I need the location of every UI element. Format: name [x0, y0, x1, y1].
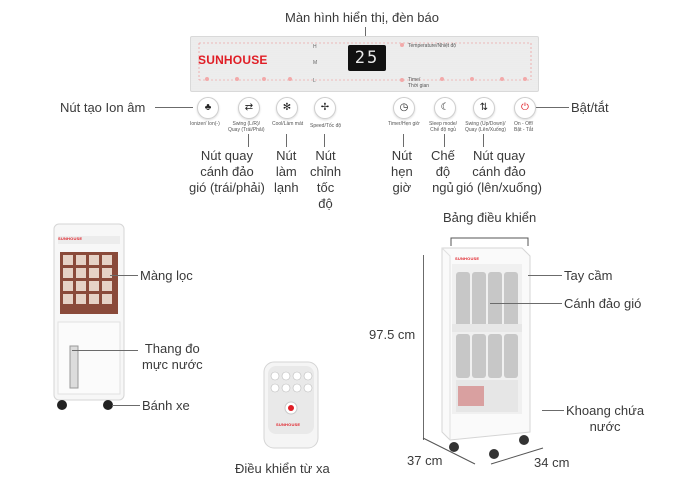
label-sleep: Chế độ ngủ [431, 148, 455, 195]
ionizer-button[interactable]: ♣ [197, 97, 219, 119]
label-power: Bật/tắt [571, 100, 609, 115]
panel-speed-mid: M [313, 60, 318, 66]
front-brand-logo: SUNHOUSE [58, 236, 83, 241]
label-remote: Điều khiển từ xa [235, 461, 330, 476]
panel-led [205, 77, 209, 81]
panel-temp-label: Temperature/Nhiệt độ [408, 43, 457, 49]
panel-brand-logo: SUNHOUSE [198, 53, 268, 67]
label-speed: Nút chỉnh tốc độ [310, 148, 342, 211]
label-filter: Màng lọc [140, 268, 193, 283]
panel-led [262, 77, 266, 81]
label-height: 97.5 cm [369, 327, 416, 342]
label-depth: 34 cm [534, 455, 570, 470]
leader-line [112, 405, 140, 406]
remote-brand-logo: SUNHOUSE [276, 422, 301, 427]
label-louver: Cánh đảo gió [564, 296, 642, 311]
label-water-gauge: Thang đo mực nước [142, 341, 203, 372]
panel-led [288, 77, 292, 81]
leader-line [490, 303, 562, 304]
cooler-front-image [53, 223, 125, 410]
cool-button[interactable]: ✻ [276, 97, 298, 119]
cool-button-text: Cool/Làm mát [272, 121, 304, 127]
panel-led [440, 77, 444, 81]
leader-line [286, 134, 287, 147]
swing-ud-button[interactable]: ⇅ [473, 97, 495, 119]
label-control-panel: Bảng điều khiển [443, 210, 537, 225]
panel-led [235, 77, 239, 81]
label-display-indicator: Màn hình hiển thị, đèn báo [285, 10, 439, 25]
power-button-text: On - Off/ Bật - Tắt [514, 121, 534, 133]
leader-line [72, 350, 138, 351]
panel-time-label: Time/ Thời gian [408, 77, 430, 89]
leader-line [536, 107, 569, 108]
leader-line [483, 134, 484, 147]
label-handle: Tay cầm [564, 268, 613, 283]
panel-led [523, 77, 527, 81]
swing-lr-button[interactable]: ⇄ [238, 97, 260, 119]
leader-line [444, 134, 445, 147]
panel-speed-high: H [313, 44, 317, 50]
leader-line [542, 410, 564, 411]
leader-line [155, 107, 193, 108]
remote-image [263, 361, 319, 449]
ionizer-button-text: Ionizer/ Ion(-) [190, 121, 220, 127]
label-swing-lr: Nút quay cánh đảo gió (trái/phải) [189, 148, 265, 195]
angled-brand-logo: SUNHOUSE [455, 256, 480, 261]
panel-led [500, 77, 504, 81]
label-tank: Khoang chứa nước [566, 403, 645, 434]
leader-line [248, 134, 249, 147]
swing-lr-button-text: Swing (L/R)/ Quay (Trái/Phải) [228, 121, 265, 133]
swing-ud-button-text: Swing (Up/Down)/ Quay (Lên/Xuống) [465, 121, 506, 133]
leader-line [324, 134, 325, 147]
speed-button-text: Speed/Tốc độ [310, 123, 342, 129]
leader-line [528, 275, 562, 276]
depth-dimension-lines [422, 437, 544, 465]
timer-button[interactable]: ◷ [393, 97, 415, 119]
label-width: 37 cm [407, 453, 443, 468]
label-ion: Nút tạo Ion âm [60, 100, 146, 115]
sleep-button[interactable]: ☾ [434, 97, 456, 119]
timer-button-text: Timer/Hẹn giờ [388, 121, 420, 127]
label-swing-ud: Nút quay cánh đảo gió (lên/xuống) [456, 148, 542, 195]
label-wheel: Bánh xe [142, 398, 190, 413]
panel-decor-lines [198, 42, 532, 81]
panel-led [400, 78, 404, 82]
leader-line [110, 275, 138, 276]
leader-line [403, 134, 404, 147]
panel-speed-low: L [313, 78, 316, 84]
height-dimension-line [423, 255, 424, 440]
control-panel-bracket [450, 237, 529, 246]
leader-line [365, 27, 366, 43]
power-button[interactable]: ⏻ [514, 97, 536, 119]
panel-digital-display: 25 [348, 45, 386, 71]
panel-led [400, 43, 404, 47]
panel-led [470, 77, 474, 81]
label-cool: Nút làm lạnh [274, 148, 299, 195]
sleep-button-text: Sleep mode/ Chế độ ngủ [429, 121, 458, 133]
cooler-angled-image [441, 247, 531, 459]
speed-button[interactable]: ✢ [314, 97, 336, 119]
label-timer: Nút hẹn giờ [391, 148, 413, 195]
